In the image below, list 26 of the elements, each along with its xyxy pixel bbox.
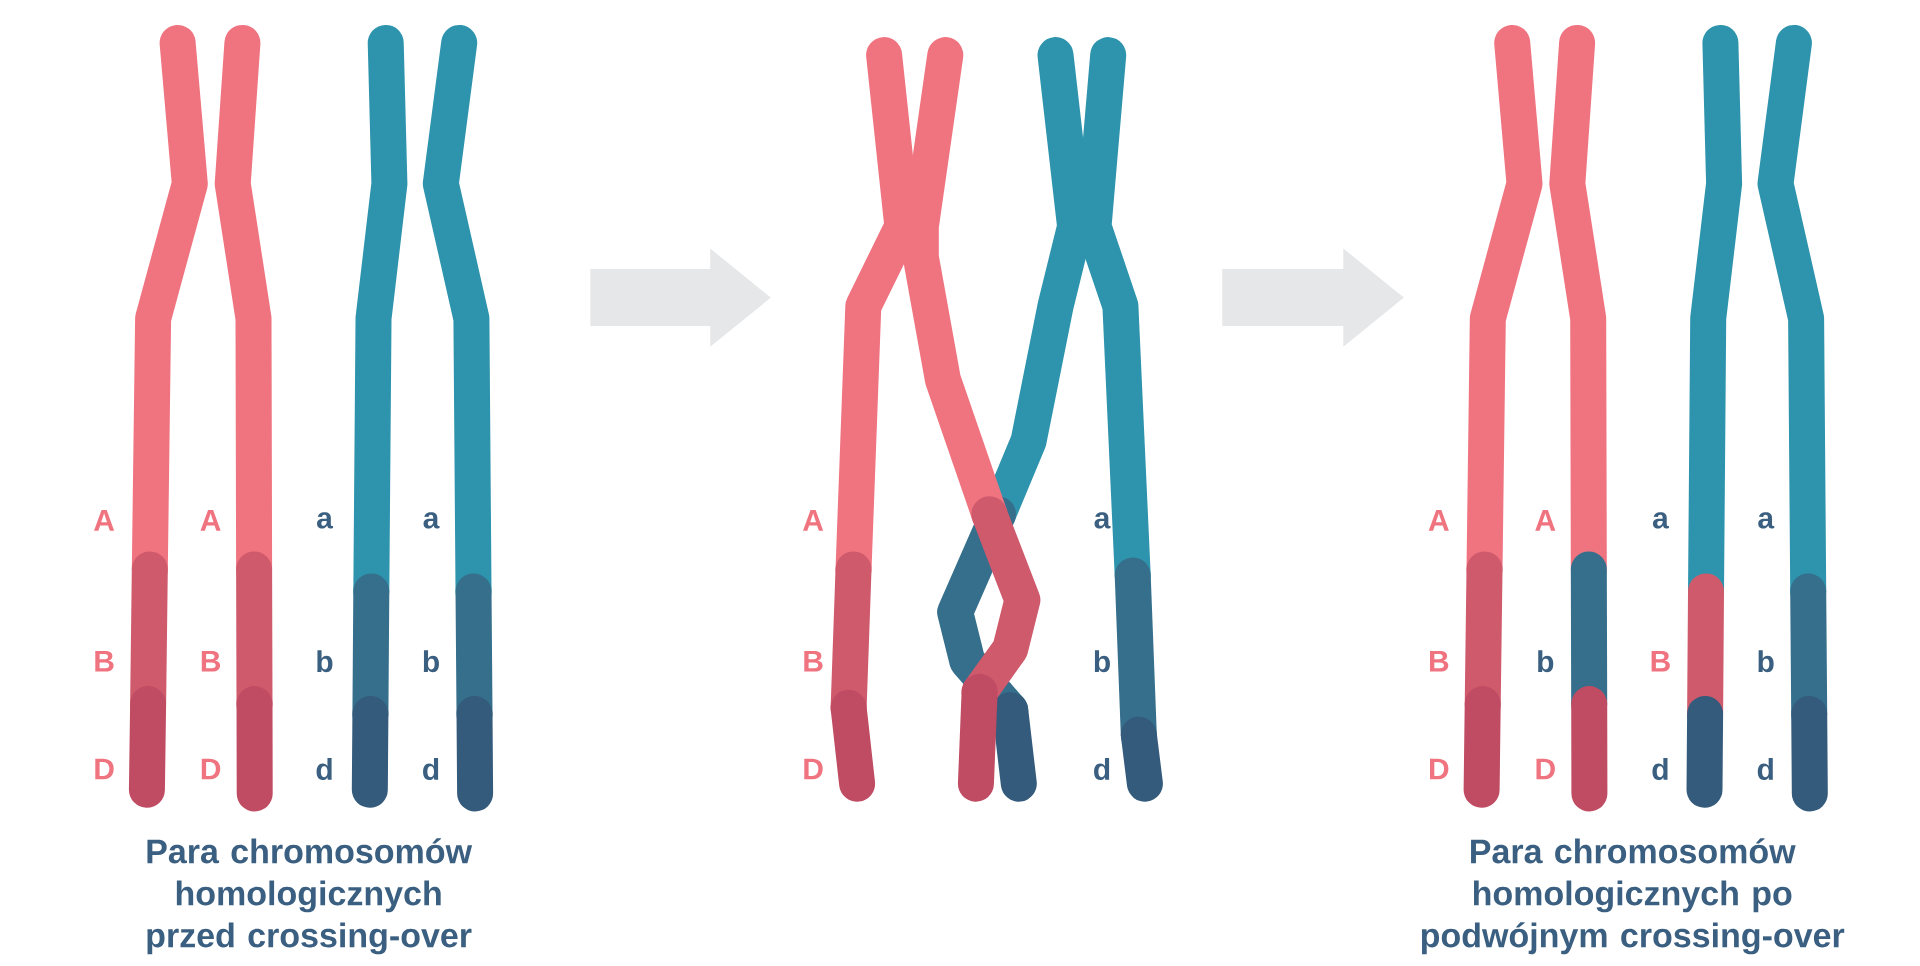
gene-letter: a bbox=[1094, 512, 1111, 529]
gene-letter: b bbox=[1538, 650, 1554, 673]
gene-letter: b bbox=[317, 650, 333, 673]
chromosome-drawing bbox=[830, 37, 1163, 802]
chromosome-drawing bbox=[1463, 24, 1828, 812]
gene-letter: d bbox=[316, 758, 332, 780]
gene-letter: A bbox=[200, 510, 221, 531]
gene-letter: a bbox=[1652, 512, 1669, 529]
panel-label: Para chromosomów homologicznych przed crossing-over bbox=[147, 838, 473, 955]
chromosome-drawing bbox=[128, 24, 494, 812]
gene-letter: b bbox=[1758, 650, 1774, 673]
gene-letter: d bbox=[1094, 758, 1110, 780]
panel-label: Para chromosomów homologicznych po podwójnym crossing-over bbox=[1421, 838, 1845, 955]
gene-letter: B bbox=[1651, 650, 1670, 672]
gene-letter: D bbox=[1536, 758, 1555, 780]
gene-letter: a bbox=[1758, 512, 1775, 529]
gene-letter: D bbox=[201, 758, 221, 780]
gene-letter: d bbox=[423, 758, 439, 780]
gene-letter: b bbox=[1094, 650, 1110, 673]
gene-letter: A bbox=[1535, 510, 1556, 531]
gene-letter: b bbox=[423, 650, 439, 673]
gene-letter: a bbox=[423, 512, 440, 529]
gene-letter: B bbox=[201, 650, 221, 672]
gene-letter: a bbox=[317, 512, 334, 529]
gene-letter: d bbox=[1757, 758, 1773, 780]
gene-letter: d bbox=[1652, 758, 1668, 780]
